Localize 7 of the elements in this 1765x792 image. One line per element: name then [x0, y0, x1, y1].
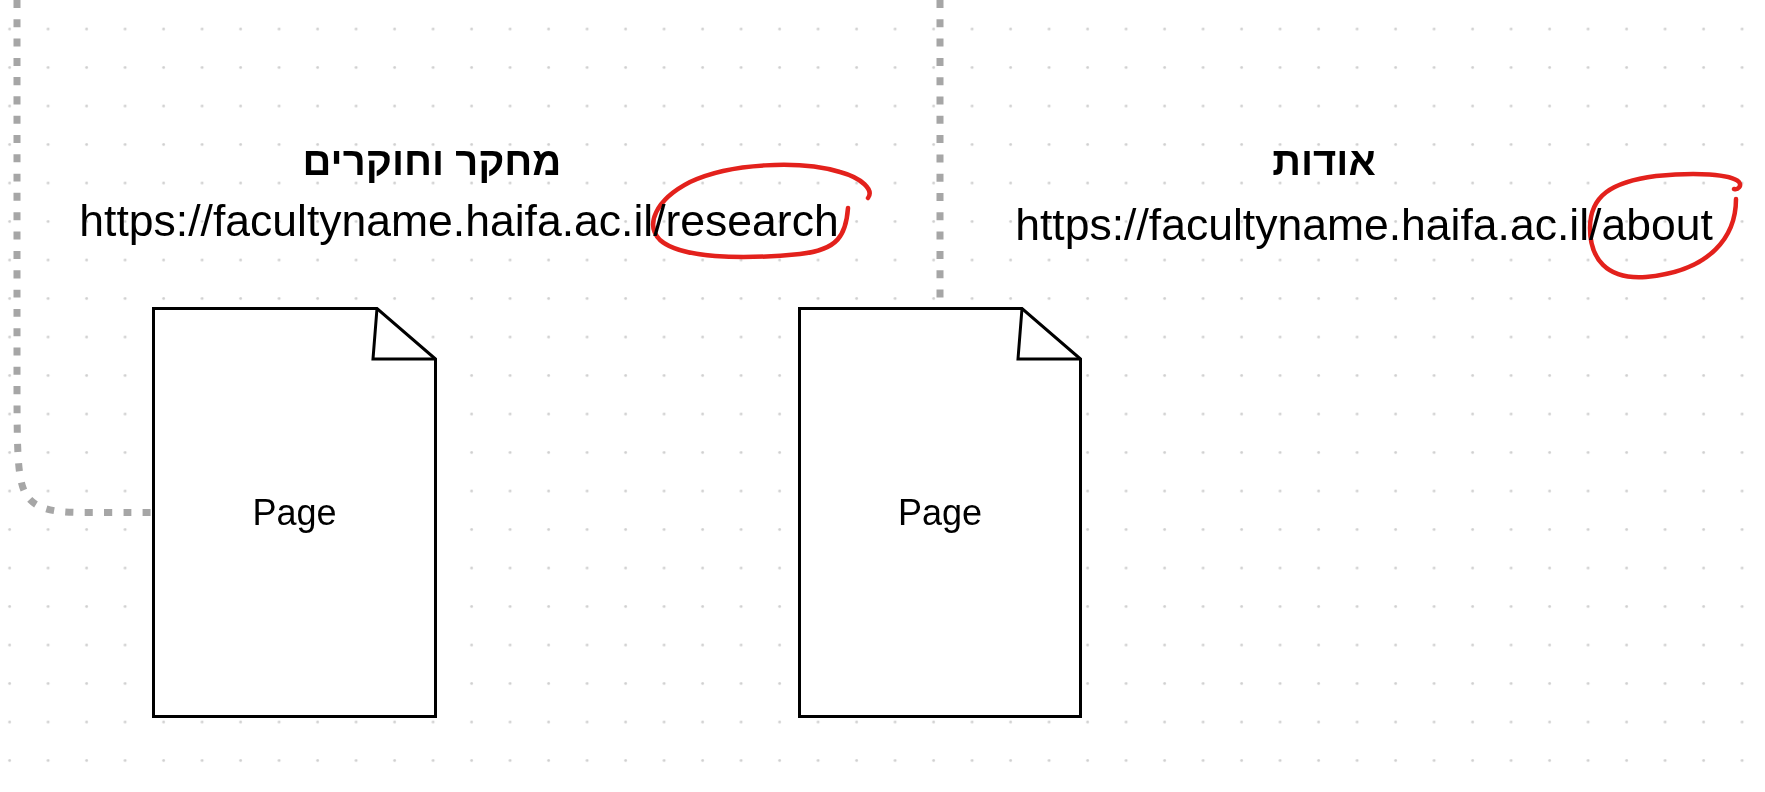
- page-document: [152, 307, 437, 718]
- page-title: אודות: [1272, 138, 1376, 185]
- page-document: [798, 307, 1082, 718]
- dashed-connector: [13, 0, 152, 516]
- page-title: מחקר וחוקרים: [302, 138, 562, 185]
- node-label: Page: [897, 490, 983, 535]
- node-label: Page: [252, 490, 337, 535]
